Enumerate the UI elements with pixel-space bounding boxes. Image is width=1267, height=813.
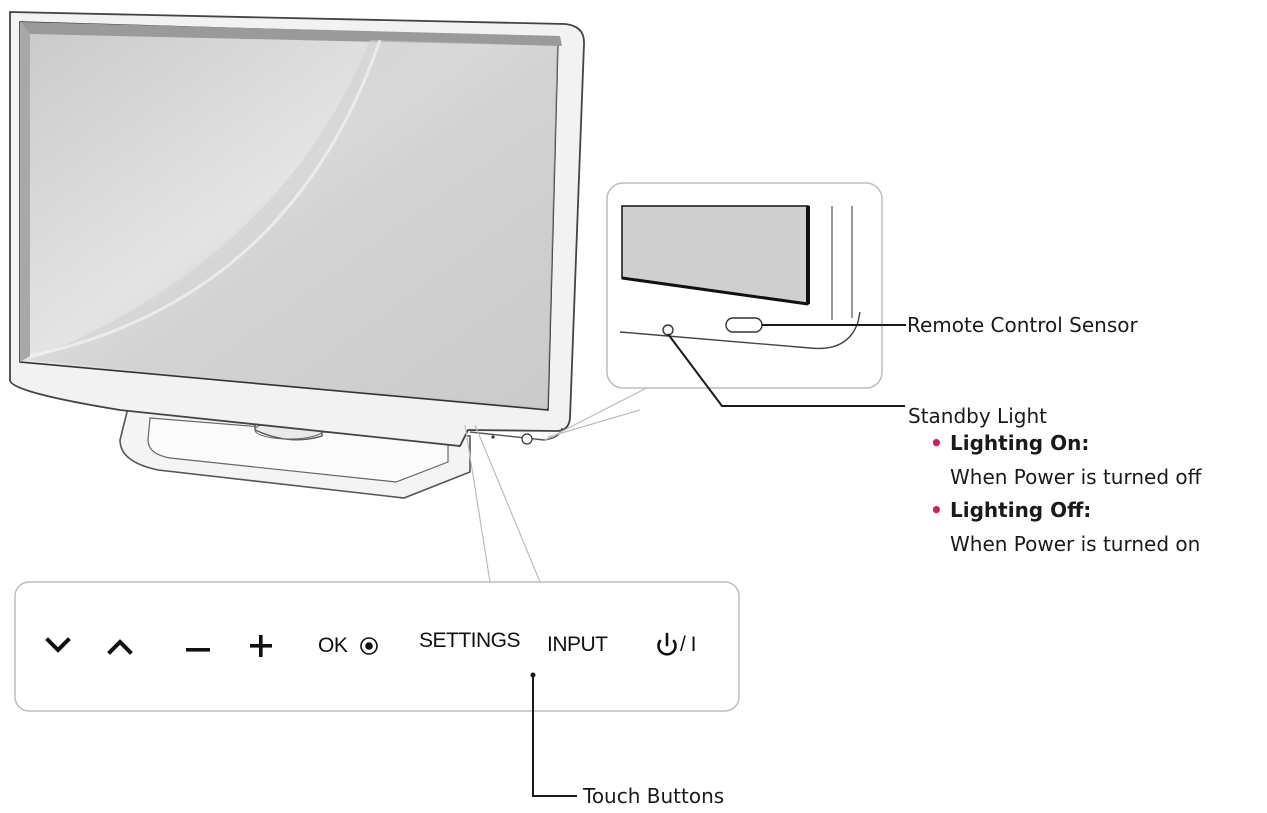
lighting-off-label: Lighting Off: [950,498,1092,522]
minus-icon [186,648,210,652]
bullet-dot: • [930,431,943,455]
tv-screen [19,21,562,411]
touch-buttons-leader [530,672,577,797]
lighting-off-desc: When Power is turned on [950,532,1201,556]
touch-panel-leaders [464,424,541,583]
standby-light-label: Standby Light [908,404,1047,428]
ok-dot-icon [360,637,378,655]
power-icon [657,632,677,656]
power-button-label: / I [680,633,697,656]
lighting-on-desc: When Power is turned off [950,465,1202,489]
lighting-on-label: Lighting On: [950,431,1090,455]
chevron-up-icon [107,639,133,655]
chevron-down-icon [45,637,71,653]
input-button-label: INPUT [547,633,608,656]
touch-buttons-label: Touch Buttons [583,784,725,808]
standby-light-leader [667,333,905,407]
ok-button-label: OK [318,634,348,657]
plus-icon [250,635,272,657]
sensor-detail-inset [606,182,883,389]
remote-sensor-label: Remote Control Sensor [907,313,1138,337]
settings-button-label: SETTINGS [419,629,521,652]
bullet-dot: • [930,498,943,522]
